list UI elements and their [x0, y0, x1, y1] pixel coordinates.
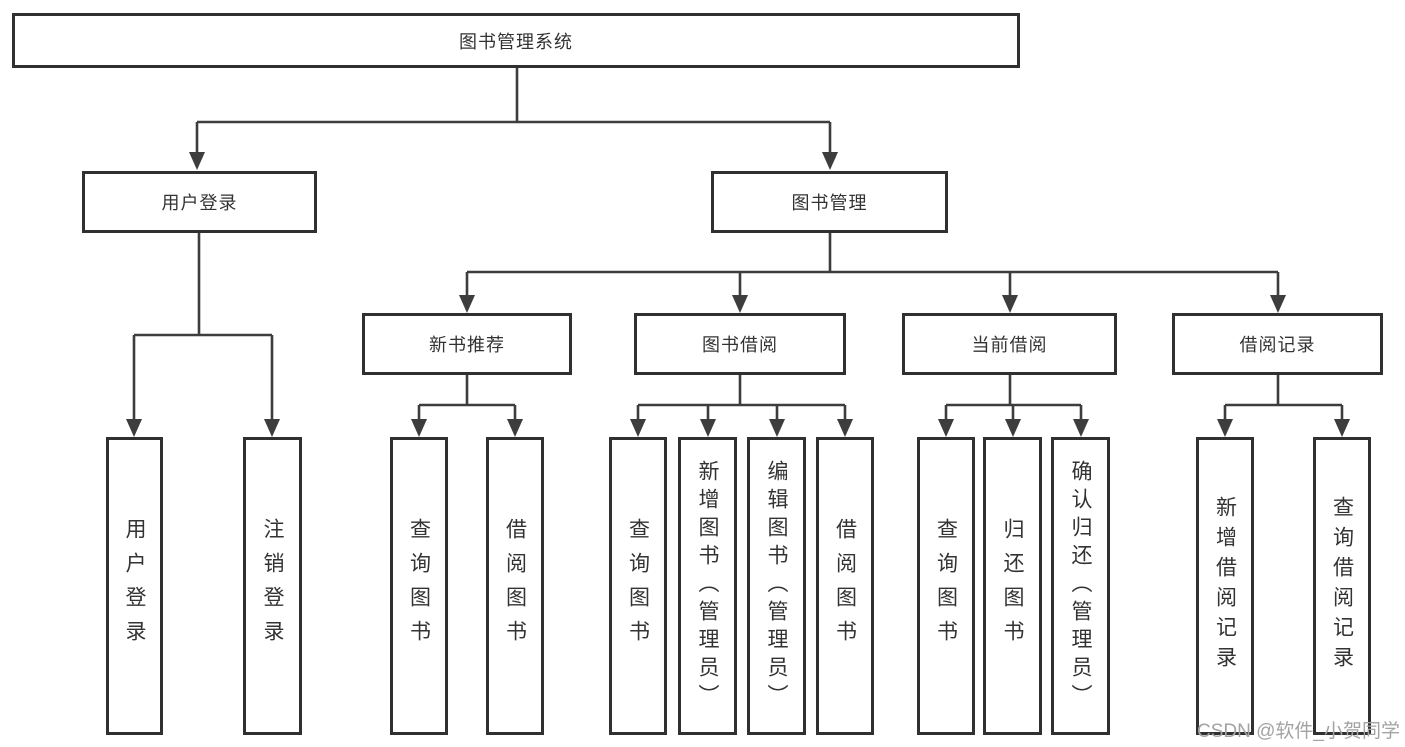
arrow-icon — [1334, 419, 1350, 437]
leaf-borrow-add-books-admin-label: 新增图书（管理员） — [696, 460, 719, 712]
leaf-borrow-edit-books-admin-label: 编辑图书（管理员） — [765, 460, 788, 712]
node-borrow-records-label: 借阅记录 — [1239, 335, 1316, 355]
arrow-icon — [1005, 419, 1021, 437]
arrow-icon — [411, 419, 427, 437]
arrow-icon — [732, 295, 748, 313]
arrow-icon — [1002, 295, 1018, 313]
leaf-logout-label: 注销登录 — [261, 518, 284, 654]
leaf-logout: 注销登录 — [243, 437, 302, 735]
leaf-rec-borrow-books-label: 借阅图书 — [503, 518, 527, 654]
arrow-icon — [822, 152, 838, 170]
arrow-icon — [1217, 419, 1233, 437]
leaf-current-confirm-return-admin: 确认归还（管理员） — [1051, 437, 1110, 735]
leaf-borrow-borrow-books: 借阅图书 — [816, 437, 874, 735]
node-book-mgmt-label: 图书管理 — [791, 193, 868, 213]
arrow-icon — [459, 295, 475, 313]
leaf-current-confirm-return-admin-label: 确认归还（管理员） — [1069, 460, 1092, 712]
node-book-mgmt: 图书管理 — [711, 171, 948, 233]
arrow-icon — [264, 419, 280, 437]
leaf-current-return-books: 归还图书 — [983, 437, 1042, 735]
leaf-borrow-query-books: 查询图书 — [609, 437, 667, 735]
leaf-current-query-books-label: 查询图书 — [934, 518, 958, 654]
leaf-borrow-borrow-books-label: 借阅图书 — [833, 518, 857, 654]
node-current-borrow-label: 当前借阅 — [971, 335, 1048, 355]
node-book-borrow: 图书借阅 — [634, 313, 846, 375]
watermark: CSDN @软件_小贺同学 — [1197, 721, 1400, 742]
leaf-records-add-record-label: 新增借阅记录 — [1213, 496, 1237, 676]
leaf-rec-query-books-label: 查询图书 — [407, 518, 431, 654]
node-current-borrow: 当前借阅 — [902, 313, 1117, 375]
arrow-icon — [1073, 419, 1089, 437]
leaf-borrow-query-books-label: 查询图书 — [626, 518, 650, 654]
node-book-borrow-label: 图书借阅 — [702, 335, 778, 355]
node-user-login: 用户登录 — [82, 171, 317, 233]
arrow-icon — [1270, 295, 1286, 313]
leaf-rec-query-books: 查询图书 — [390, 437, 448, 735]
leaf-records-add-record: 新增借阅记录 — [1196, 437, 1254, 735]
node-new-book-rec-label: 新书推荐 — [429, 335, 505, 355]
node-borrow-records: 借阅记录 — [1172, 313, 1383, 375]
node-user-login-label: 用户登录 — [161, 193, 238, 213]
leaf-borrow-add-books-admin: 新增图书（管理员） — [678, 437, 737, 735]
leaf-borrow-edit-books-admin: 编辑图书（管理员） — [747, 437, 806, 735]
leaf-records-query-record: 查询借阅记录 — [1313, 437, 1371, 735]
arrow-icon — [700, 419, 716, 437]
leaf-user-login-label: 用户登录 — [123, 518, 146, 654]
arrow-icon — [938, 419, 954, 437]
arrow-icon — [769, 419, 785, 437]
node-root-label: 图书管理系统 — [459, 31, 573, 52]
arrow-icon — [837, 419, 853, 437]
leaf-records-query-record-label: 查询借阅记录 — [1330, 496, 1354, 676]
arrow-icon — [630, 419, 646, 437]
arrow-icon — [189, 152, 205, 170]
arrow-icon — [507, 419, 523, 437]
leaf-current-query-books: 查询图书 — [917, 437, 975, 735]
leaf-user-login: 用户登录 — [106, 437, 163, 735]
arrow-icon — [126, 419, 142, 437]
node-new-book-rec: 新书推荐 — [362, 313, 572, 375]
leaf-rec-borrow-books: 借阅图书 — [486, 437, 544, 735]
leaf-current-return-books-label: 归还图书 — [1001, 518, 1024, 654]
node-root: 图书管理系统 — [12, 13, 1020, 68]
